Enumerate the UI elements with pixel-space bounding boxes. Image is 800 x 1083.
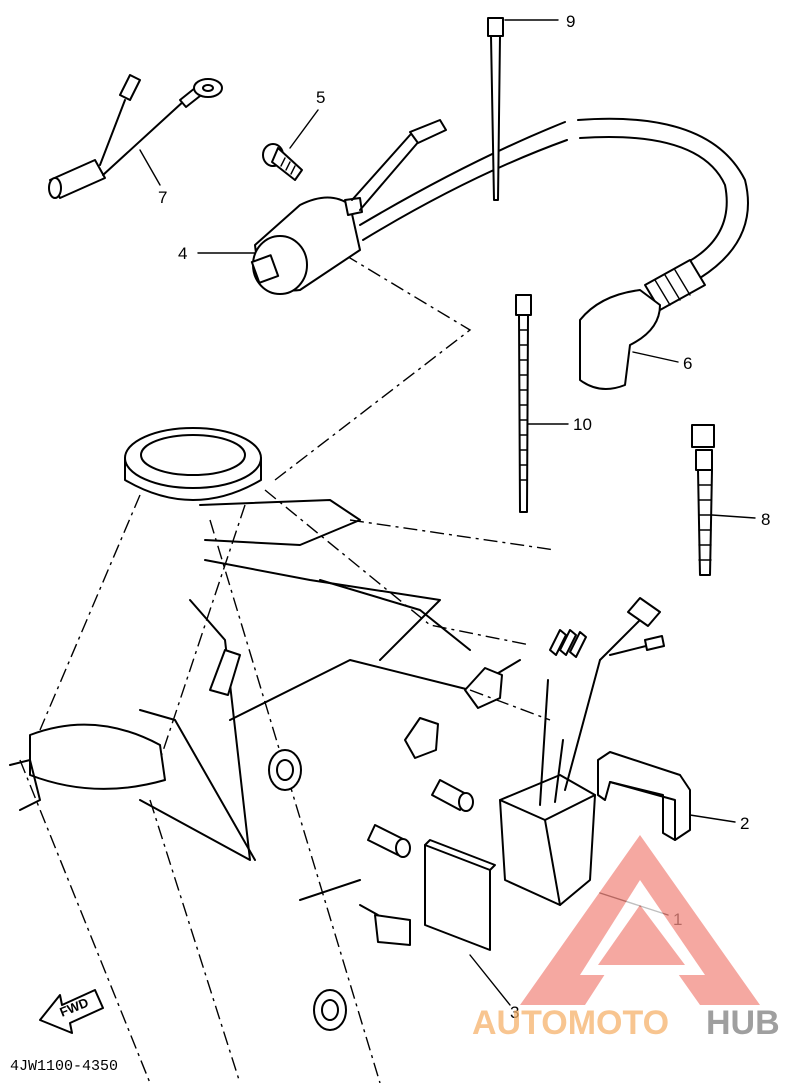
bolt <box>262 143 303 181</box>
cable-tie-9 <box>487 17 504 201</box>
callout-10: 10 <box>573 415 592 434</box>
callout-7: 7 <box>158 188 167 207</box>
watermark-text-b: HUB <box>706 1004 780 1042</box>
fwd-arrow: FWD <box>39 989 104 1034</box>
watermark-text-a: AUTOMOTO <box>472 1004 669 1042</box>
watermark: AUTOMOTO HUB <box>472 835 780 1042</box>
callout-2: 2 <box>740 814 749 833</box>
assembly-lines <box>264 254 556 721</box>
band-8 <box>691 424 715 576</box>
callout-5: 5 <box>316 88 325 107</box>
callout-8: 8 <box>761 510 770 529</box>
rubber-pad <box>424 839 496 951</box>
callout-4: 4 <box>178 244 187 263</box>
cable-tie-10 <box>515 294 532 513</box>
callout-6: 6 <box>683 354 692 373</box>
frame <box>9 427 521 1083</box>
callout-3: 3 <box>510 1003 519 1022</box>
callout-9: 9 <box>566 12 575 31</box>
part-code: 4JW1100-4350 <box>10 1058 118 1075</box>
cdi-unit <box>499 597 665 906</box>
plug-lead <box>359 117 749 390</box>
lead-wire <box>48 74 223 199</box>
ignition-coil <box>250 119 447 295</box>
cdi-bracket <box>597 751 691 841</box>
